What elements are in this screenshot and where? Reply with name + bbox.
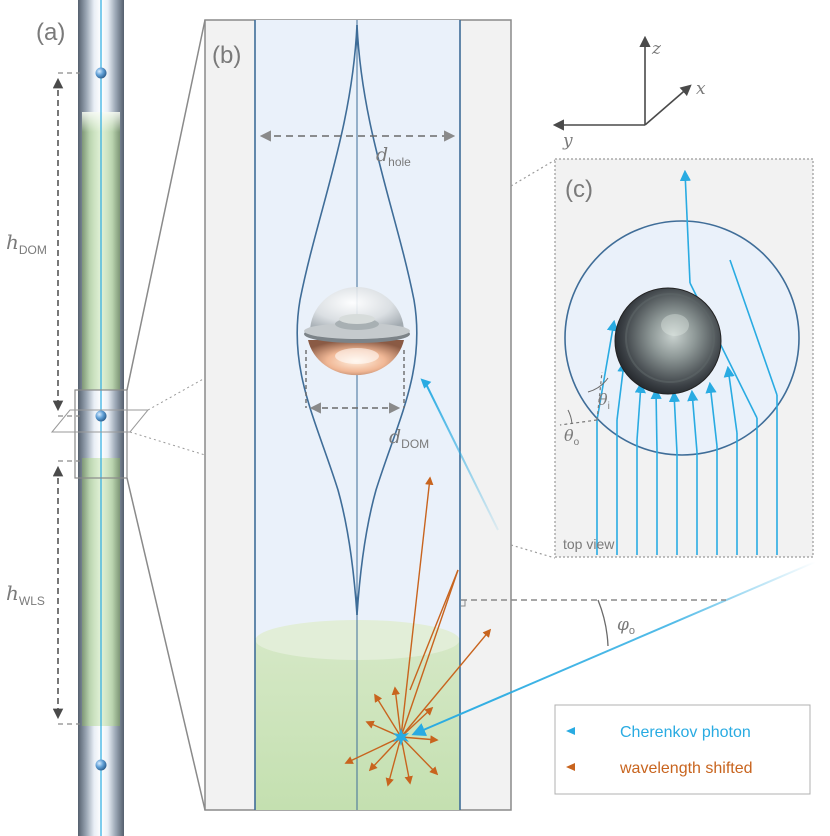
d-hole-label: dhole [376, 144, 411, 169]
panel-b-label: (b) [212, 42, 241, 69]
dom-ball-3 [95, 759, 107, 771]
wls-photons [344, 476, 492, 787]
legend-box [554, 704, 811, 795]
emission-point [393, 728, 409, 746]
legend-wls-label: wavelength shifted [619, 760, 753, 777]
panel-a-label: (a) [36, 19, 65, 46]
panel-a: (a) hDOM hWLS [6, 0, 150, 836]
top-view-label: top view [563, 536, 615, 552]
dom-module [304, 287, 410, 376]
h-wls-label: hWLS [6, 581, 45, 608]
h-dom-label: hDOM [6, 230, 47, 257]
d-dom-label: dDOM [389, 426, 429, 451]
phi-angle: φo [461, 599, 726, 647]
legend: Cherenkov photon wavelength shifted [554, 704, 811, 795]
legend-cherenkov-arrow [566, 727, 575, 735]
z-axis-label: z [651, 39, 662, 59]
dom-ball-2 [95, 410, 107, 422]
legend-wls-arrow [566, 763, 575, 771]
panel-c-label: (c) [565, 176, 593, 203]
refracted-photon [424, 381, 499, 531]
zoom-connector-top [126, 19, 206, 391]
theta-i-label: θi [598, 390, 610, 412]
pmt-top-view [614, 287, 722, 395]
coordinate-axes [552, 35, 692, 131]
dom-ball-1 [95, 67, 107, 79]
bubble-column-left [296, 24, 358, 616]
x-axis-label: x [696, 79, 706, 99]
legend-cherenkov-label: Cherenkov photon [620, 724, 751, 741]
phi-o-label: φo [617, 615, 635, 637]
incoming-cherenkov-photon [411, 561, 816, 737]
zoom-connector-bottom [126, 477, 206, 811]
bubble-column-right [356, 24, 418, 616]
top-view-rays [596, 169, 778, 555]
panel-c: (c) [554, 158, 814, 558]
y-axis-label: y [562, 131, 573, 151]
zoom-box [74, 389, 128, 479]
panel-b: dhole dDOM (b) [204, 19, 512, 811]
theta-o-label: θo [564, 426, 580, 448]
x-axis [644, 84, 692, 126]
